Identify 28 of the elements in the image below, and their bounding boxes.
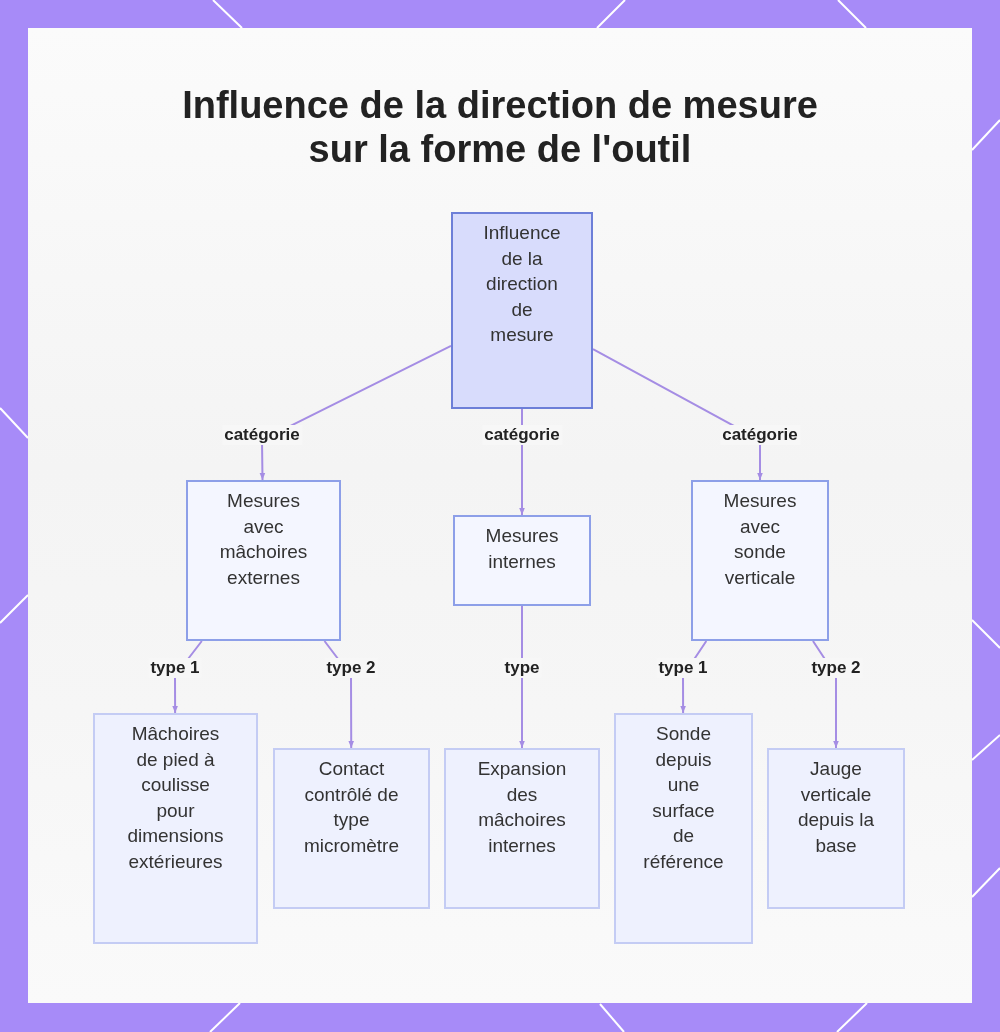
title: Influence de la direction de mesure sur la forme de l'outil bbox=[181, 83, 819, 171]
category-box bbox=[453, 515, 591, 606]
leaf-box bbox=[273, 748, 430, 909]
edge-label: catégorie bbox=[720, 425, 800, 445]
category-box bbox=[186, 480, 341, 641]
edge-label: type bbox=[502, 658, 542, 678]
category-box bbox=[691, 480, 829, 641]
node-text: Mesures avec sonde verticale bbox=[722, 489, 798, 590]
node-text: Influence de la direction de mesure bbox=[482, 221, 562, 348]
leaf-box bbox=[93, 713, 258, 944]
node-text: Jauge verticale depuis la base bbox=[796, 757, 876, 858]
connector-arrow bbox=[519, 605, 525, 749]
node-text: Mâchoires de pied à coulisse pour dimensions extérieures bbox=[126, 722, 225, 874]
edge-label: type 2 bbox=[324, 658, 378, 678]
edge-label: catégorie bbox=[222, 425, 302, 445]
edge-label: type 1 bbox=[656, 658, 710, 678]
node-text: Mesures avec mâchoires externes bbox=[218, 489, 309, 590]
edge-label: type 1 bbox=[148, 658, 202, 678]
node-text: Sonde depuis une surface de référence bbox=[642, 722, 725, 874]
node-text: Contact contrôlé de type micromètre bbox=[303, 757, 400, 858]
edge-label: catégorie bbox=[482, 425, 562, 445]
edge-label: type 2 bbox=[809, 658, 863, 678]
root-box bbox=[451, 212, 593, 409]
leaf-box bbox=[767, 748, 905, 909]
node-text: Mesures internes bbox=[484, 524, 560, 574]
leaf-box bbox=[614, 713, 753, 944]
leaf-box bbox=[444, 748, 600, 909]
node-text: Expansion des mâchoires internes bbox=[476, 757, 568, 858]
